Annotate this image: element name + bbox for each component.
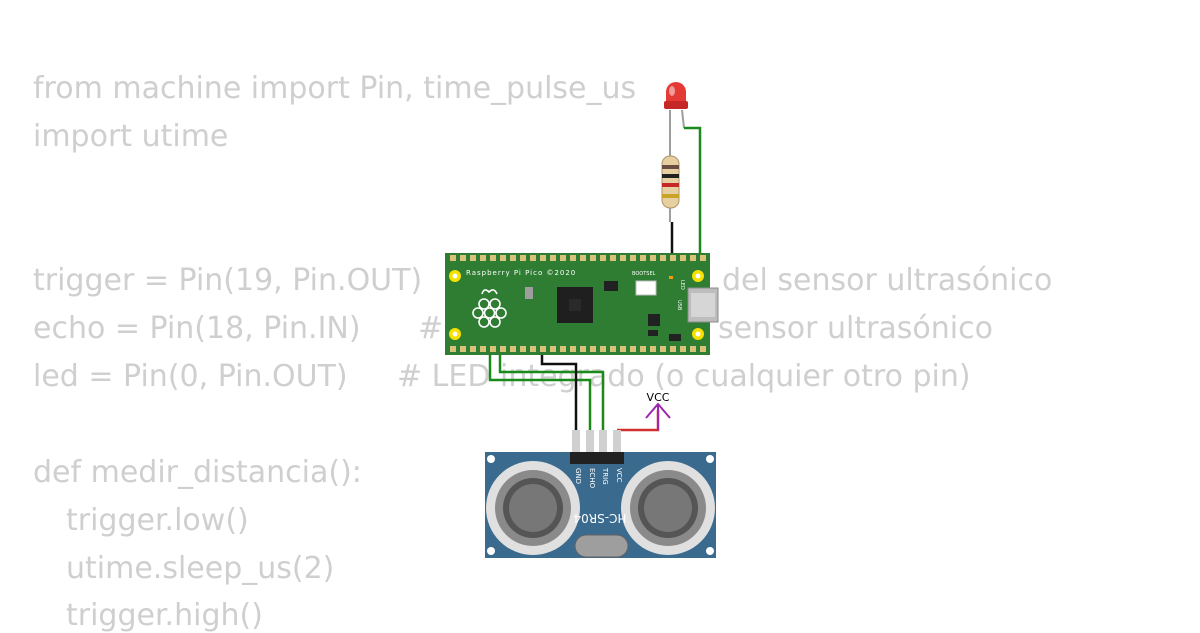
bootsel-button[interactable] — [635, 280, 657, 296]
vcc-label: VCC — [647, 391, 670, 404]
led-label: LED — [679, 280, 685, 290]
usb-port-inner — [691, 293, 715, 317]
resistor-component[interactable] — [661, 128, 680, 222]
code-line-4-hash: # — [418, 311, 444, 346]
pico-small-chip — [669, 334, 681, 341]
sensor-pin-trig[interactable] — [599, 430, 607, 464]
sensor-header — [570, 430, 624, 464]
code-line-3: trigger = Pin(19, Pin.OUT) — [33, 263, 423, 298]
led-component[interactable] — [664, 82, 688, 129]
code-line-6: def medir_distancia(): — [33, 455, 362, 490]
wire-gnd[interactable] — [540, 350, 578, 430]
right-transducer — [621, 461, 715, 555]
pico-crystal — [648, 330, 658, 336]
code-line-9: trigger.high() — [66, 598, 263, 633]
sensor-model-label: HC-SR04 — [574, 511, 627, 525]
pico-top-pins — [450, 255, 706, 261]
sensor-header-base — [570, 452, 624, 464]
pico-bottom-pins — [450, 346, 706, 352]
pico-led-indicator — [669, 276, 673, 279]
code-line-5-comment: # LED integrado (o cualquier otro pin) — [397, 359, 971, 394]
code-line-8: utime.sleep_us(2) — [66, 551, 335, 586]
sensor-pin-gnd[interactable] — [572, 430, 580, 464]
sensor-pin-label-echo: ECHO — [588, 468, 596, 489]
bootsel-label: BOOTSEL — [632, 271, 656, 277]
code-line-3-comment: del sensor ultrasónico — [722, 263, 1053, 298]
code-line-4-comment: sensor ultrasónico — [718, 311, 993, 346]
pico-component — [525, 287, 533, 299]
code-line-1: from machine import Pin, time_pulse_us — [33, 71, 637, 106]
code-line-7: trigger.low() — [66, 503, 249, 538]
vcc-symbol: VCC — [645, 391, 671, 430]
sensor-pin-label-trig: TRIG — [601, 467, 609, 485]
sensor-pin-vcc[interactable] — [613, 430, 621, 464]
pico-mounting-holes — [449, 270, 704, 340]
usb-label: USB — [676, 300, 682, 311]
hc-sr04-sensor[interactable]: HC-SR04 GND ECHO TRIG VCC — [485, 430, 716, 558]
sensor-pin-echo[interactable] — [586, 430, 594, 464]
raspberry-pi-pico-board[interactable]: Raspberry Pi Pico ©2020 BOOTSEL LED USB — [445, 253, 719, 355]
rp2040-chip-mark — [569, 299, 581, 311]
raspberry-logo-icon — [472, 289, 507, 328]
wire-trig[interactable] — [498, 350, 605, 430]
sensor-crystal — [574, 534, 629, 558]
left-transducer — [486, 461, 580, 555]
code-line-4: echo = Pin(18, Pin.IN) — [33, 311, 361, 346]
wire-led-anode[interactable] — [684, 126, 702, 258]
code-line-2: import utime — [33, 119, 229, 154]
pico-board-label: Raspberry Pi Pico ©2020 — [466, 269, 576, 277]
pico-flash-chip — [648, 314, 660, 326]
code-line-5: led = Pin(0, Pin.OUT) — [33, 359, 348, 394]
pico-regulator — [604, 281, 618, 291]
wire-echo[interactable] — [488, 350, 592, 430]
sensor-pin-label-vcc: VCC — [615, 468, 623, 483]
sensor-pin-label-gnd: GND — [574, 468, 582, 484]
wire-vcc[interactable] — [617, 410, 660, 432]
